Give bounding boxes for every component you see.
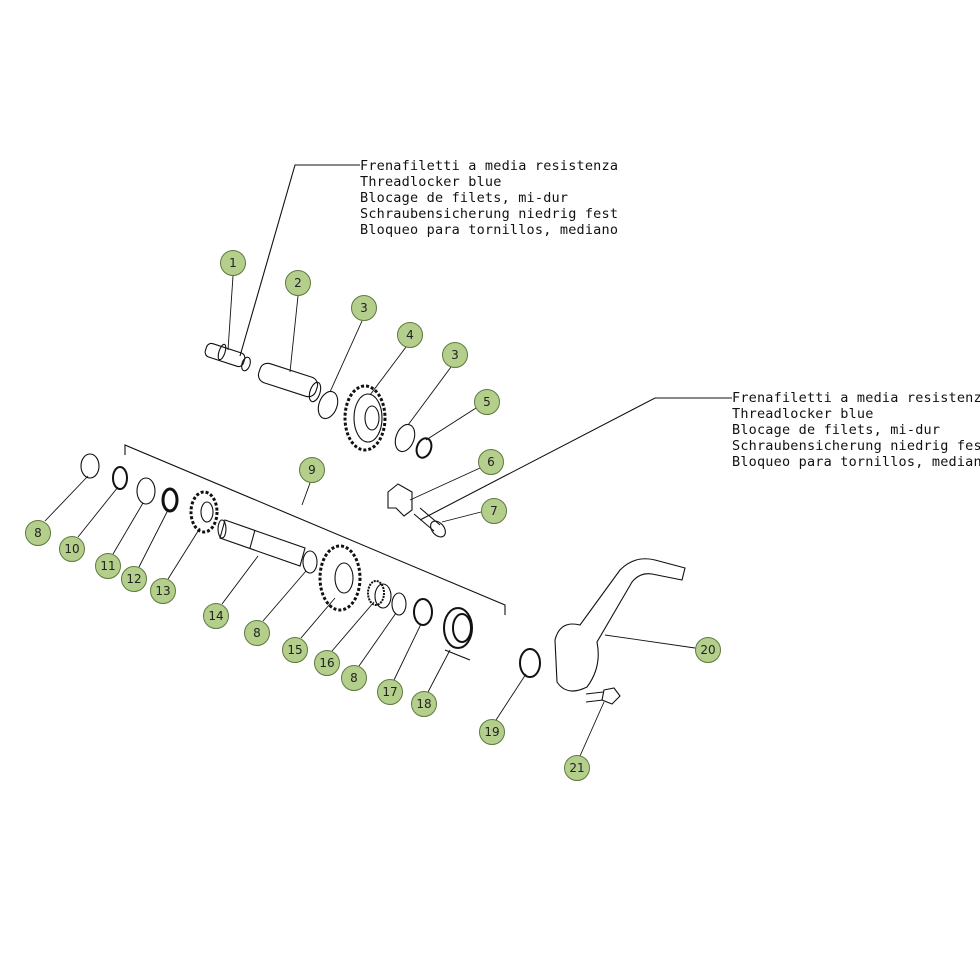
callout: 13 [150,578,176,604]
part-screw [413,507,446,538]
note-line: Bloqueo para tornillos, mediano [360,222,619,238]
callout-leaders [44,275,696,757]
assembly-bracket [124,444,506,615]
callout: 19 [479,719,505,745]
part-bolt [585,687,621,705]
part-ring [161,487,179,513]
part-washer [136,477,156,505]
note-line: Blocage de filets, mi-dur [360,190,569,206]
callout: 5 [474,389,500,415]
part-needle-bearing [367,580,392,609]
callout: 14 [203,603,229,629]
part-sleeve [257,362,322,403]
callout: 12 [121,566,147,592]
note-line: Bloqueo para tornillos, mediano [732,454,980,470]
part-bushing [413,598,433,626]
note-line: Schraubensicherung niedrig fest [732,438,980,454]
threadlocker-note-2: Frenafiletti a media resistenza Threadlo… [732,390,980,470]
note-line: Threadlocker blue [360,174,502,190]
part-pin [204,342,251,372]
part-washer [302,550,318,574]
part-circlip [415,437,433,459]
part-circlip [112,466,128,490]
callout: 3 [442,342,468,368]
callout: 21 [564,755,590,781]
part-washer [391,592,407,616]
callout: 7 [481,498,507,524]
note-line: Schraubensicherung niedrig fest [360,206,619,222]
note-leader-2 [419,397,732,521]
callout: 8 [25,520,51,546]
callout: 11 [95,553,121,579]
callout: 6 [478,449,504,475]
callout: 18 [411,691,437,717]
part-ratchet [189,490,219,534]
part-spring [443,607,473,661]
part-washer [394,423,416,453]
note-line: Frenafiletti a media resistenza [732,390,980,406]
part-seal [519,648,541,678]
callout: 1 [220,250,246,276]
note-line: Threadlocker blue [732,406,874,422]
part-washer [80,453,100,479]
callout: 8 [244,620,270,646]
callout: 17 [377,679,403,705]
callout: 3 [351,295,377,321]
callout: 8 [341,665,367,691]
callout: 9 [299,457,325,483]
callout: 4 [397,322,423,348]
part-kickstart-shaft [217,519,306,567]
part-washer [317,390,339,420]
note-line: Blocage de filets, mi-dur [732,422,941,438]
callout: 16 [314,650,340,676]
threadlocker-note-1: Frenafiletti a media resistenza Threadlo… [360,158,618,238]
callout: 20 [695,637,721,663]
note-line: Frenafiletti a media resistenza [360,158,619,174]
callout: 15 [282,637,308,663]
callout: 10 [59,536,85,562]
part-idler-gear [318,544,362,612]
part-ratchet-guide [387,483,413,517]
callout: 2 [285,270,311,296]
note-leader-1 [239,164,360,357]
part-kickstart-lever [554,558,686,692]
part-gear [343,384,387,452]
